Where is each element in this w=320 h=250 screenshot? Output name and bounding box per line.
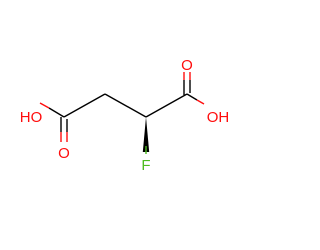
bond-cr-oh-c [186, 93, 198, 101]
atom-label-f: F [141, 157, 150, 174]
bond-cl-oh-c [48, 107, 65, 118]
atom-label-ho-left: HO [20, 109, 43, 126]
molecule-structure: HO O O OH F [20, 57, 230, 174]
atom-label-oh-right: OH [207, 109, 230, 126]
wedge-bond-cs-f [142, 117, 150, 152]
bond-cm-cs [104, 93, 147, 118]
atom-label-o-right: O [181, 57, 193, 74]
bond-cl-oh-o [39, 102, 50, 109]
bond-cr-oh-o [196, 99, 205, 105]
bond-cs-cr [145, 93, 188, 118]
bond-cl-cm [63, 93, 106, 118]
atom-label-o-left: O [58, 145, 70, 162]
